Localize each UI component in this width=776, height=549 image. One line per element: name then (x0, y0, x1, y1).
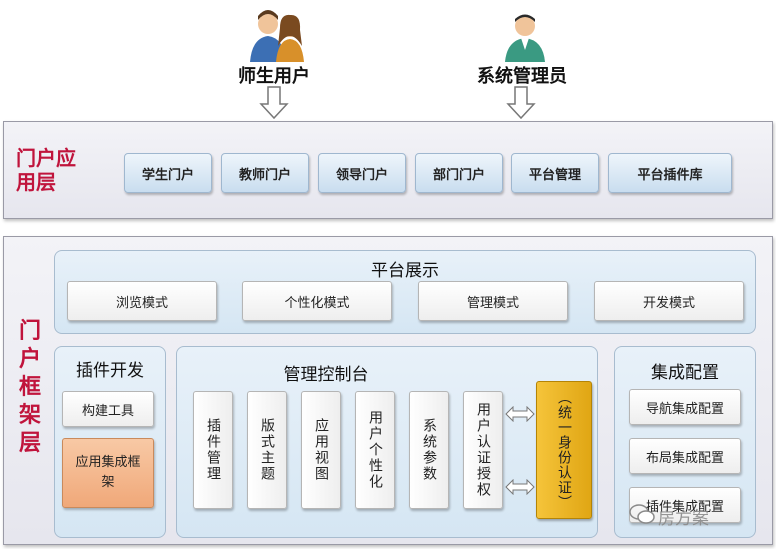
sysadmin-user-icon (505, 14, 545, 62)
system-parameters-button[interactable]: 系统参数 (409, 391, 449, 509)
bidirectional-arrow-icon (505, 479, 535, 495)
navigation-integration-config-button[interactable]: 导航集成配置 (629, 389, 741, 425)
management-mode-button[interactable]: 管理模式 (418, 281, 568, 321)
management-console-title: 管理控制台 (283, 365, 369, 385)
leader-portal-button[interactable]: 领导门户 (318, 153, 406, 193)
app-view-button[interactable]: 应用视图 (301, 391, 341, 509)
layer-title-line: 用层 (16, 170, 56, 194)
build-tools-button[interactable]: 构建工具 (62, 391, 154, 427)
teacher-student-users-label: 师生用户 (238, 66, 310, 87)
down-arrow-icon (506, 86, 536, 120)
platform-display-title: 平台展示 (371, 261, 439, 281)
plugin-management-button[interactable]: 插件管理 (193, 391, 233, 509)
layout-theme-button[interactable]: 版式主题 (247, 391, 287, 509)
personalization-mode-button[interactable]: 个性化模式 (242, 281, 392, 321)
development-mode-button[interactable]: 开发模式 (594, 281, 744, 321)
layout-integration-config-button[interactable]: 布局集成配置 (629, 438, 741, 474)
student-portal-button[interactable]: 学生门户 (124, 153, 212, 193)
sysadmin-user-label: 系统管理员 (477, 66, 567, 87)
user-personalization-button[interactable]: 用户个性化 (355, 391, 395, 509)
browse-mode-button[interactable]: 浏览模式 (67, 281, 217, 321)
teacher-student-users-icon (250, 10, 304, 62)
layer-title-line: 门户应 (16, 146, 76, 170)
down-arrow-icon (259, 86, 289, 120)
portal-application-layer-title: 门户应 用层 (16, 146, 96, 194)
portal-framework-layer-title: 门户框架层 (18, 319, 41, 456)
plugin-development-title: 插件开发 (76, 361, 144, 381)
teacher-portal-button[interactable]: 教师门户 (221, 153, 309, 193)
watermark-text: 房方案 (658, 509, 709, 529)
platform-plugin-library-button[interactable]: 平台插件库 (608, 153, 732, 193)
wechat-watermark-icon (629, 504, 655, 524)
app-integration-framework-button[interactable]: 应用集成框架 (62, 438, 154, 508)
user-auth-button[interactable]: 用户认证授权 (463, 391, 503, 509)
bidirectional-arrow-icon (505, 406, 535, 422)
integration-config-title: 集成配置 (651, 363, 719, 383)
unified-identity-auth-button[interactable]: （统一身份认证） (536, 381, 592, 519)
department-portal-button[interactable]: 部门门户 (415, 153, 503, 193)
platform-management-button[interactable]: 平台管理 (511, 153, 599, 193)
